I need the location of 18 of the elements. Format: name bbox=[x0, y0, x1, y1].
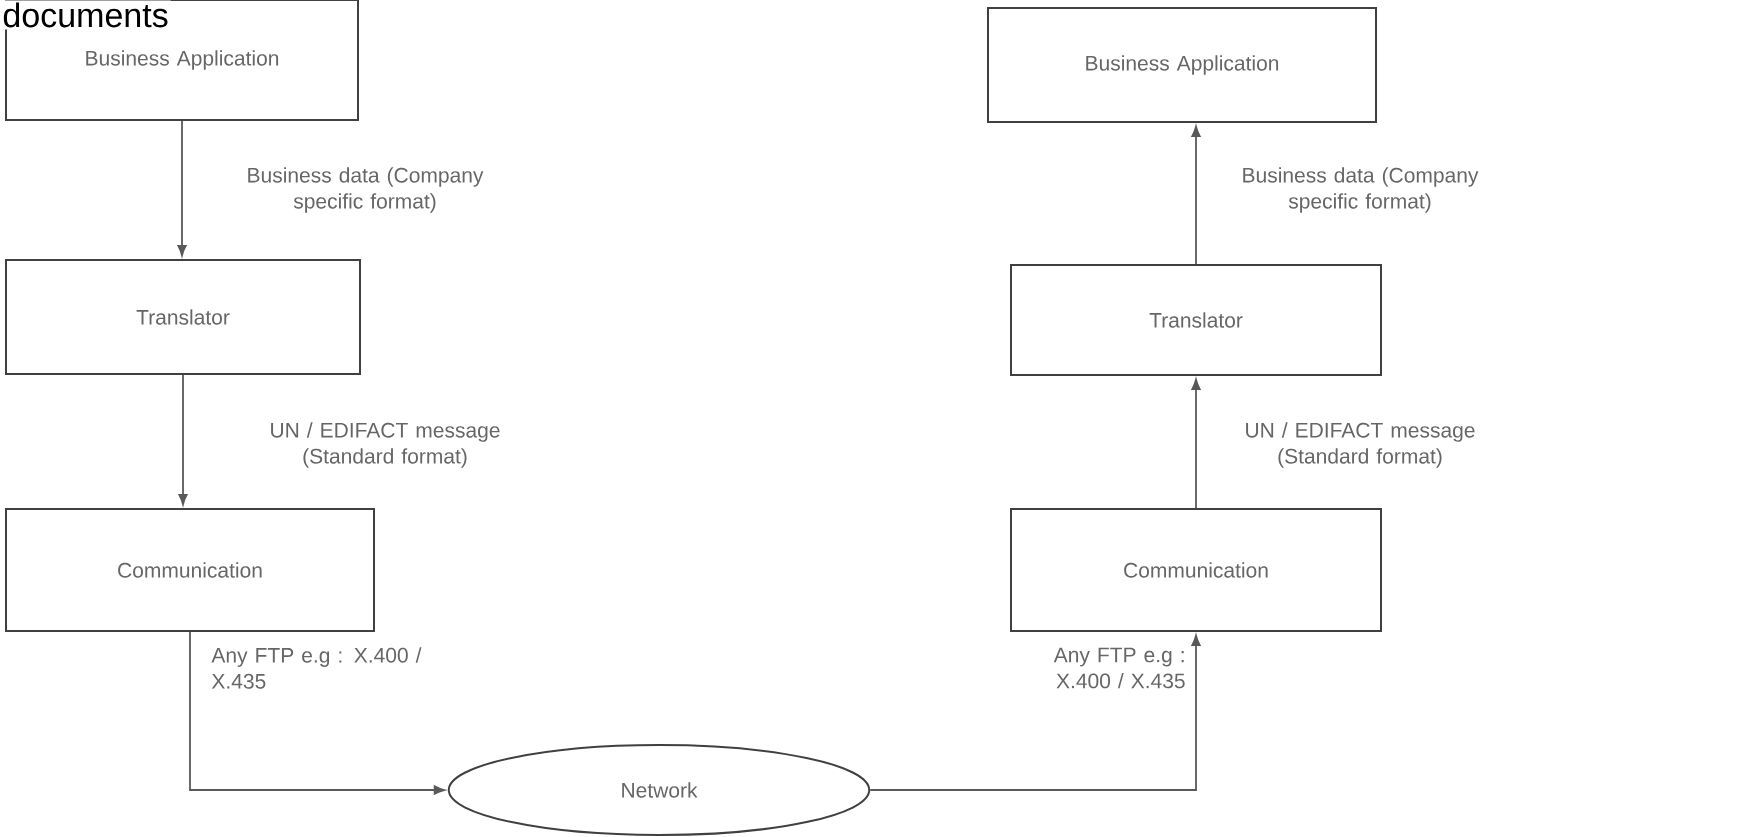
arrow bbox=[869, 634, 1201, 791]
edge-label: Business data (Company specific format) bbox=[1243, 167, 1479, 213]
edge-label: Any FTP e.g : X.400 / X.435 bbox=[1053, 647, 1185, 689]
arrow bbox=[177, 120, 187, 257]
process-box: Business Application bbox=[987, 7, 1377, 123]
process-box: Translator bbox=[5, 259, 361, 375]
edge-label: UN / EDIFACT message (Standard format) bbox=[1246, 422, 1475, 468]
process-box: Communication bbox=[1010, 508, 1382, 632]
edge-label: Any FTP e.g : X.400 / X.435 bbox=[211, 647, 422, 689]
arrow bbox=[178, 374, 188, 506]
process-box: Communication bbox=[5, 508, 375, 632]
arrow bbox=[1191, 125, 1201, 265]
edge-label: Business data (Company specific format) bbox=[248, 167, 484, 213]
process-box: Translator bbox=[1010, 264, 1382, 376]
arrow bbox=[189, 631, 445, 795]
edge-label: UN / EDIFACT message (Standard format) bbox=[271, 422, 500, 468]
arrow bbox=[1191, 378, 1201, 509]
overlay-text: documents bbox=[3, 2, 168, 28]
